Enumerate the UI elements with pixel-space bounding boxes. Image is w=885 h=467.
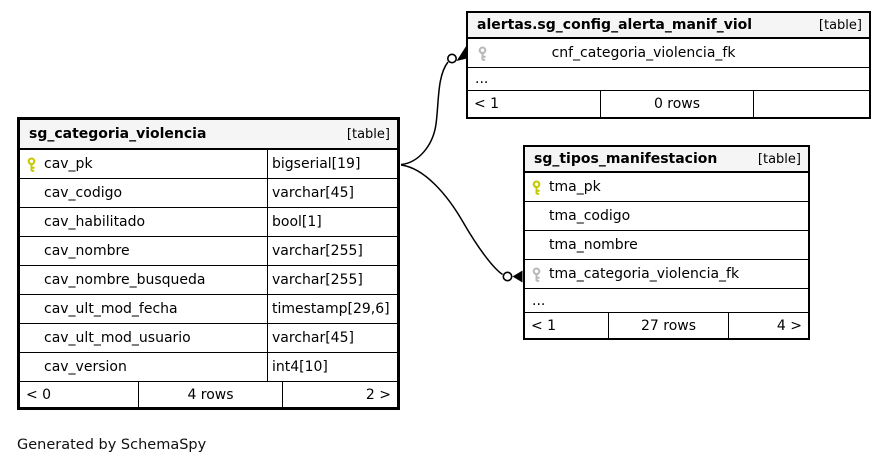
column-row-cnf-categoria-violencia-fk: cnf_categoria_violencia_fk xyxy=(468,39,869,68)
footer-parents-count: < 0 xyxy=(26,386,52,403)
column-name: cav_version xyxy=(44,359,127,375)
table-node-sg-categoria-violencia[interactable]: sg_categoria_violencia [table] cav_pk bi… xyxy=(17,117,400,410)
hidden-columns-ellipsis: ... xyxy=(525,289,808,313)
table-type-tag: [table] xyxy=(757,151,801,167)
foreign-key-icon xyxy=(478,46,487,61)
column-name: tma_nombre xyxy=(549,237,638,253)
column-type: int4[10] xyxy=(267,353,397,381)
column-type: bool[1] xyxy=(267,208,397,236)
footer-parents-count: < 1 xyxy=(474,96,500,112)
column-name: tma_pk xyxy=(549,179,601,195)
column-name: cnf_categoria_violencia_fk xyxy=(551,45,736,61)
table-type-tag: [table] xyxy=(346,126,390,142)
table-footer: < 0 4 rows 2 > xyxy=(20,382,397,407)
column-name: cav_ult_mod_usuario xyxy=(44,330,191,346)
column-row-cav-nombre-busqueda: cav_nombre_busqueda varchar[255] xyxy=(20,266,397,295)
column-name: cav_nombre xyxy=(44,243,130,259)
column-row-tma-categoria-violencia-fk: tma_categoria_violencia_fk xyxy=(525,260,808,289)
footer-children-count: 4 > xyxy=(728,313,808,338)
column-name: cav_ult_mod_fecha xyxy=(44,301,178,317)
column-row-cav-ult-mod-fecha: cav_ult_mod_fecha timestamp[29,6] xyxy=(20,295,397,324)
column-name: tma_categoria_violencia_fk xyxy=(549,266,740,282)
column-row-cav-nombre: cav_nombre varchar[255] xyxy=(20,237,397,266)
column-type: timestamp[29,6] xyxy=(267,295,397,323)
edge-to-alertas-config xyxy=(400,61,449,166)
column-type: varchar[255] xyxy=(267,266,397,294)
column-row-tma-nombre: tma_nombre xyxy=(525,231,808,260)
primary-key-icon xyxy=(27,156,36,172)
table-header: sg_tipos_manifestacion [table] xyxy=(525,147,808,173)
table-title[interactable]: sg_tipos_manifestacion xyxy=(534,151,718,167)
footer-parents-count: < 1 xyxy=(531,317,557,334)
column-name: tma_codigo xyxy=(549,208,631,224)
column-row-cav-ult-mod-usuario: cav_ult_mod_usuario varchar[45] xyxy=(20,324,397,353)
column-row-cav-version: cav_version int4[10] xyxy=(20,353,397,382)
foreign-key-icon xyxy=(532,266,541,282)
edge-to-tipos-manifestacion xyxy=(400,164,503,276)
table-header: sg_categoria_violencia [table] xyxy=(20,120,397,150)
footer-children-count: 2 > xyxy=(282,382,397,407)
generator-note: Generated by SchemaSpy xyxy=(17,437,207,453)
column-name: cav_habilitado xyxy=(44,214,146,230)
column-row-tma-codigo: tma_codigo xyxy=(525,202,808,231)
table-footer: < 1 27 rows 4 > xyxy=(525,313,808,338)
edge-odot-alertas xyxy=(446,53,457,64)
table-type-tag: [table] xyxy=(818,17,862,33)
column-name: cav_codigo xyxy=(44,185,123,201)
footer-children-count xyxy=(753,91,869,117)
column-type: varchar[45] xyxy=(267,179,397,207)
column-type: bigserial[19] xyxy=(267,150,397,178)
column-type: varchar[255] xyxy=(267,237,397,265)
table-node-sg-tipos-manifestacion[interactable]: sg_tipos_manifestacion [table] tma_pk tm… xyxy=(523,145,810,340)
column-row-tma-pk: tma_pk xyxy=(525,173,808,202)
primary-key-icon xyxy=(532,179,541,195)
column-row-cav-pk: cav_pk bigserial[19] xyxy=(20,150,397,179)
footer-row-count: 0 rows xyxy=(600,91,753,117)
column-name: cav_nombre_busqueda xyxy=(44,272,206,288)
footer-row-count: 27 rows xyxy=(608,313,728,338)
table-node-alertas-sg-config-alerta-manif-viol[interactable]: alertas.sg_config_alerta_manif_viol [tab… xyxy=(466,11,871,119)
table-footer: < 1 0 rows xyxy=(468,91,869,117)
column-row-cav-codigo: cav_codigo varchar[45] xyxy=(20,179,397,208)
footer-row-count: 4 rows xyxy=(138,382,282,407)
table-header: alertas.sg_config_alerta_manif_viol [tab… xyxy=(468,13,869,39)
table-title[interactable]: alertas.sg_config_alerta_manif_viol xyxy=(477,17,753,33)
column-type: varchar[45] xyxy=(267,324,397,352)
edge-odot-tipos xyxy=(502,271,513,282)
hidden-columns-ellipsis: ... xyxy=(468,68,869,91)
edge-arrowhead-tipos xyxy=(512,270,523,283)
column-name: cav_pk xyxy=(44,156,93,172)
column-row-cav-habilitado: cav_habilitado bool[1] xyxy=(20,208,397,237)
table-title[interactable]: sg_categoria_violencia xyxy=(29,126,207,142)
